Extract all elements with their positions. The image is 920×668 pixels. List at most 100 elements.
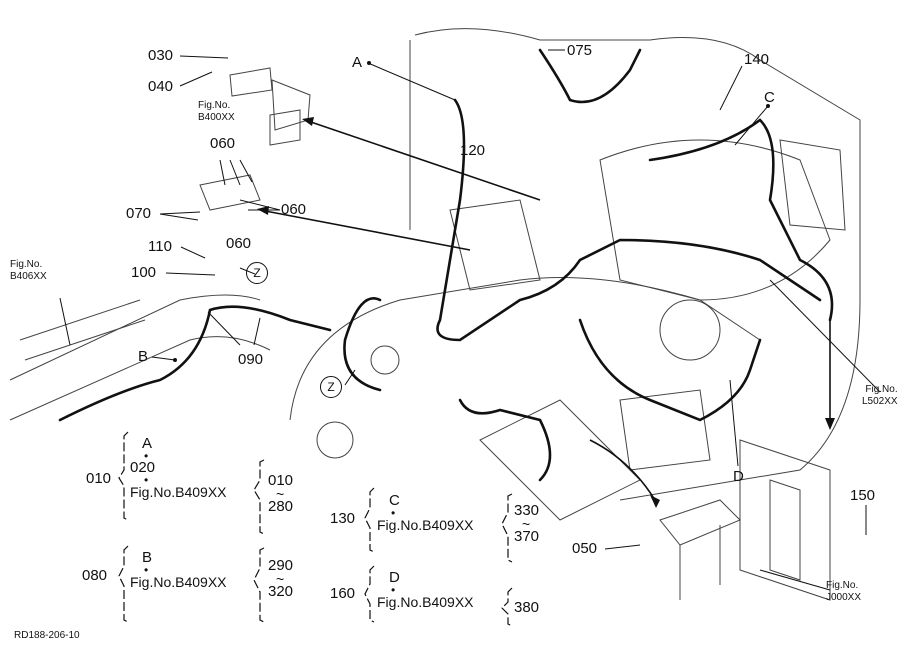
callout-075: 075 — [567, 42, 593, 59]
dot-b — [173, 358, 177, 362]
harness-c-engine — [648, 118, 834, 322]
leader-060a-a — [219, 159, 226, 186]
index-b-from: 290 — [268, 557, 294, 574]
fig-ref-b400-line2: B400XX — [198, 112, 235, 123]
callout-060-bottom: 060 — [226, 235, 252, 252]
callout-060-right: 060 — [281, 201, 307, 218]
zone-label-a: A — [352, 54, 363, 71]
index-a-tilde: ~ — [276, 486, 285, 502]
mount-bracket-outline — [659, 499, 741, 600]
leader-050 — [604, 544, 641, 550]
boom-outline-lower — [9, 336, 271, 421]
arrowhead-050 — [650, 495, 660, 508]
index-c-dot: • — [391, 506, 396, 520]
index-c-from: 330 — [514, 502, 540, 519]
index-c-part: 130 — [330, 510, 356, 527]
boom-outline-upper — [9, 294, 261, 381]
leader-060a-c — [239, 159, 253, 183]
bracket-b-right — [253, 547, 265, 623]
index-b-range: 290 ~ 320 — [268, 558, 293, 600]
index-a-group: A • 020 • Fig.No.B409XX — [130, 436, 227, 501]
index-d-fig: Fig.No.B409XX — [377, 594, 474, 610]
harness-main-b — [343, 297, 382, 392]
harness-top — [538, 48, 642, 104]
arrowhead-060 — [257, 206, 269, 215]
leader-140 — [719, 65, 743, 111]
fig-ref-b400-line1: Fig.No. — [198, 100, 231, 111]
index-a-fig: Fig.No.B409XX — [130, 484, 227, 500]
fig-ref-b400: Fig.No. B400XX — [198, 100, 235, 124]
index-b-dot: • — [144, 563, 149, 577]
arrow-to-b400 — [304, 119, 541, 201]
callout-050: 050 — [572, 540, 598, 557]
leader-fig-l502 — [769, 279, 881, 393]
zone-label-b: B — [138, 348, 149, 365]
radiator-outline — [779, 139, 846, 231]
callout-150: 150 — [850, 487, 876, 504]
callout-110: 110 — [148, 238, 172, 255]
fig-ref-b406-line2: B406XX — [10, 271, 47, 282]
callout-060-top: 060 — [210, 135, 236, 152]
index-b-zone: B — [142, 549, 153, 566]
chassis-step-outline — [739, 439, 831, 601]
leader-c — [734, 105, 769, 146]
pulley-3 — [370, 345, 400, 375]
fig-ref-l502-line1: Fig.No. — [865, 384, 898, 395]
index-a-dot-2: • — [144, 473, 149, 487]
bracket-a-right — [253, 459, 265, 535]
fig-ref-j000-line1: Fig.No. — [826, 580, 859, 591]
leader-fig-b406 — [59, 297, 71, 346]
fuel-tank-outline — [449, 199, 541, 291]
index-a-dot-1: • — [144, 449, 149, 463]
callout-030: 030 — [148, 47, 174, 64]
fig-ref-l502-line2: L502XX — [862, 396, 898, 407]
index-a-sub: 020 — [130, 459, 156, 476]
index-c-fig: Fig.No.B409XX — [377, 517, 474, 533]
leader-060b-a — [239, 199, 281, 211]
bracket-d-left — [364, 565, 375, 623]
harness-b-arm — [58, 305, 332, 422]
dot-c — [766, 104, 770, 108]
leader-a — [367, 62, 456, 101]
callout-120: 120 — [460, 142, 486, 159]
panel-box-outline — [619, 389, 711, 471]
base-plate-outline — [479, 399, 641, 521]
arrow-to-060 — [259, 209, 471, 251]
leader-060a-b — [229, 159, 241, 186]
index-a-from: 010 — [268, 472, 294, 489]
leader-d — [729, 379, 739, 467]
index-c-zone: C — [389, 492, 400, 509]
index-b-fig: Fig.No.B409XX — [130, 574, 227, 590]
index-b-to: 320 — [268, 583, 294, 600]
leader-b — [151, 356, 176, 361]
callout-140: 140 — [744, 51, 770, 68]
leader-070a — [159, 211, 201, 215]
index-d-dot: • — [391, 583, 396, 597]
leader-090b — [253, 317, 261, 346]
bracket-plate-outline — [269, 109, 301, 146]
index-d-group: D • Fig.No.B409XX — [377, 570, 474, 611]
leader-040 — [179, 71, 213, 87]
index-a-part: 010 — [86, 470, 112, 487]
bracket-a-left — [118, 431, 129, 521]
index-a-to: 280 — [268, 498, 294, 515]
fig-ref-b406-line1: Fig.No. — [10, 259, 43, 270]
callout-040: 040 — [148, 78, 174, 95]
leader-fig-j000 — [759, 569, 831, 591]
leader-z2 — [344, 369, 356, 386]
zone-label-c: C — [764, 89, 775, 106]
callout-100: 100 — [131, 264, 157, 281]
fig-ref-j000: Fig.No. J000XX — [826, 580, 861, 604]
fig-ref-j000-line2: J000XX — [826, 592, 862, 603]
dot-a — [367, 61, 371, 65]
bracket-b-left — [118, 545, 129, 623]
harness-d-lower — [578, 318, 762, 422]
index-b-group: B • Fig.No.B409XX — [130, 549, 227, 591]
pulley-2 — [316, 421, 354, 459]
leader-100 — [165, 272, 216, 276]
arrow-to-050 — [589, 439, 656, 501]
index-d-part: 160 — [330, 585, 356, 602]
index-c-group: C • Fig.No.B409XX — [377, 492, 474, 534]
index-a-range: 010 ~ 280 — [268, 473, 293, 515]
cylinder-outline — [19, 299, 146, 361]
